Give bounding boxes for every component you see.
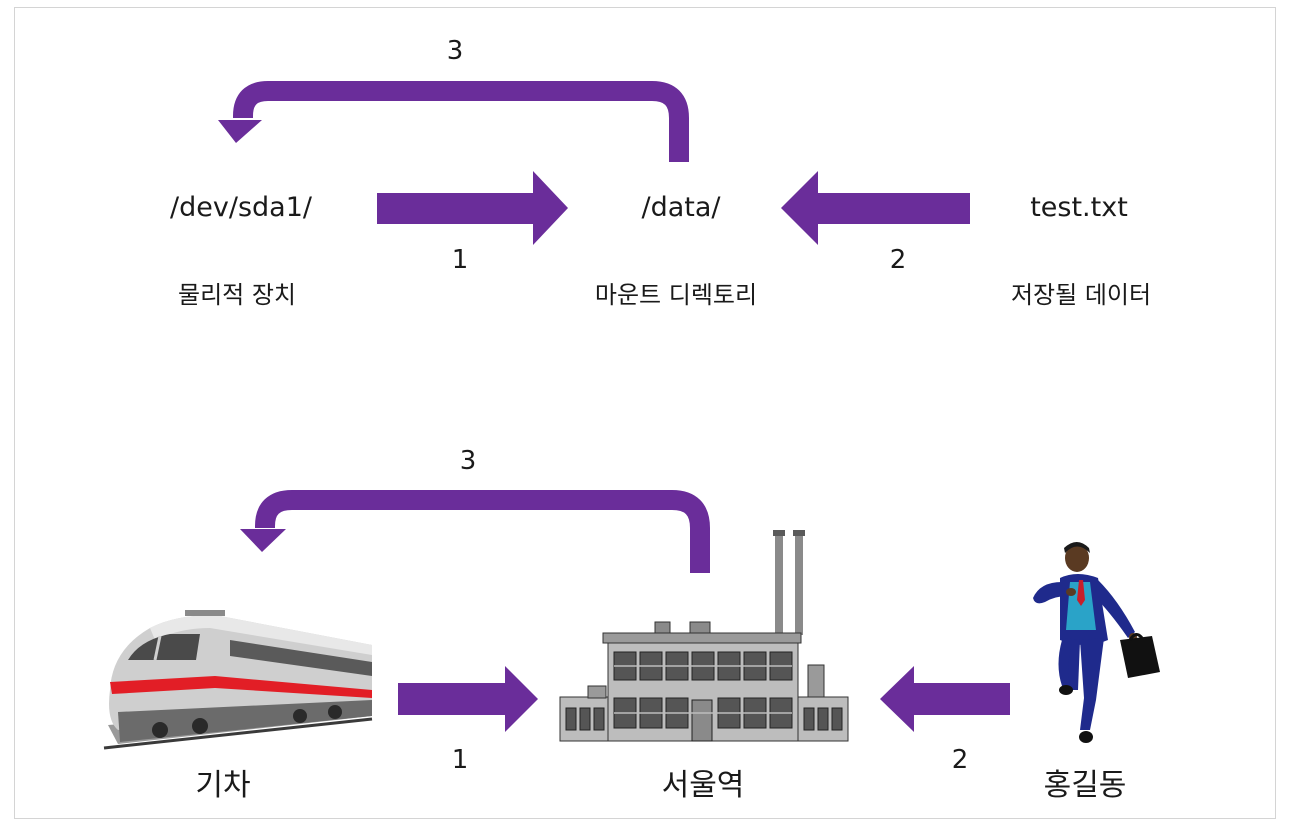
mount-path-label: /data/ bbox=[641, 192, 721, 223]
top-arrow-3 bbox=[218, 81, 689, 162]
top-arrow-1 bbox=[377, 171, 568, 245]
bottom-step-3-label: 3 bbox=[459, 446, 477, 476]
top-step-3-label: 3 bbox=[446, 36, 464, 66]
businessman-illustration bbox=[1033, 542, 1160, 743]
person-label: 홍길동 bbox=[1043, 768, 1127, 803]
mount-desc-label: 마운트 디렉토리 bbox=[594, 281, 758, 309]
bottom-step-1-label: 1 bbox=[451, 745, 469, 775]
file-desc-label: 저장될 데이터 bbox=[1010, 281, 1152, 309]
train-label: 기차 bbox=[195, 768, 251, 803]
bottom-arrow-2 bbox=[880, 666, 1010, 732]
station-building-illustration bbox=[559, 530, 849, 742]
bottom-arrow-1 bbox=[398, 666, 538, 732]
top-step-1-label: 1 bbox=[451, 245, 469, 275]
top-step-2-label: 2 bbox=[889, 245, 907, 275]
train-illustration bbox=[103, 610, 373, 750]
station-label: 서울역 bbox=[661, 768, 745, 803]
device-desc-label: 물리적 장치 bbox=[177, 281, 297, 309]
bottom-arrow-3 bbox=[240, 490, 710, 573]
file-name-label: test.txt bbox=[1030, 192, 1128, 223]
diagram-frame bbox=[14, 7, 1276, 819]
bottom-step-2-label: 2 bbox=[951, 745, 969, 775]
top-arrow-2 bbox=[781, 171, 970, 245]
device-path-label: /dev/sda1/ bbox=[170, 192, 312, 223]
